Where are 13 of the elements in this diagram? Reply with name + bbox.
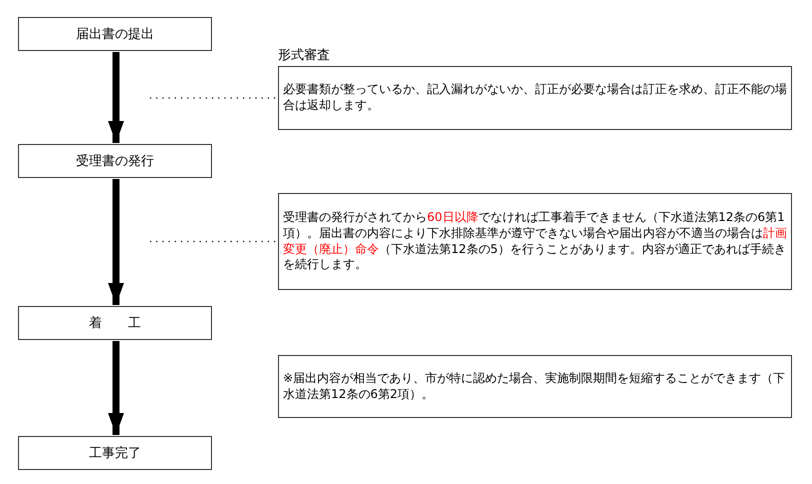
arrow: [108, 52, 124, 143]
arrow: [108, 341, 124, 435]
leader-line: [150, 240, 278, 242]
note-box: ※届出内容が相当であり、市が特に認めた場合、実施制限期間を短縮することができます（下水道法第12条の6第2項）。: [278, 355, 792, 418]
process-box: 届出書の提出: [18, 17, 212, 51]
process-box: 着 工: [18, 306, 212, 340]
note-box: 受理書の発行がされてから60日以降でなければ工事着手できません（下水道法第12条の6第1項）。届出書の内容により下水排除基準が遵守できない場合や届出内容が不適当の場合は計画変更（廃止）命令（下水道法第12条の5）を行うことがあります。内容が適正であれば手続きを続行します。: [278, 193, 792, 290]
process-box: 受理書の発行: [18, 144, 212, 178]
leader-line: [150, 97, 278, 99]
arrow: [108, 179, 124, 305]
heading: 形式審査: [278, 47, 331, 64]
process-box: 工事完了: [18, 436, 212, 470]
note-box: 必要書類が整っているか、記入漏れがないか、訂正が必要な場合は訂正を求め、訂正不能の場合は返却します。: [278, 66, 792, 130]
